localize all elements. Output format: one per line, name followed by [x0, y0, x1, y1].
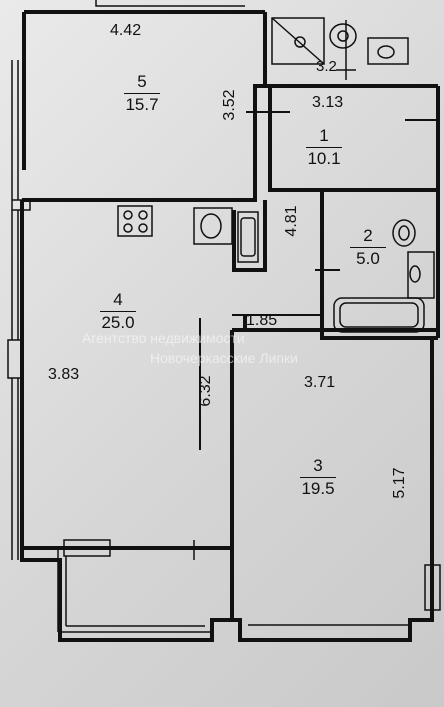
room-area: 5.0 [356, 249, 380, 268]
dimension-label-1: 4.42 [110, 22, 142, 39]
room-number: 4 [100, 290, 136, 312]
room-number: 1 [306, 126, 342, 148]
dimension-label-7: 3.83 [48, 366, 80, 383]
dimension-label-4: 3.13 [312, 94, 344, 111]
room-area: 10.1 [307, 149, 341, 168]
room-area: 19.5 [301, 479, 335, 498]
room-area: 15.7 [125, 95, 159, 114]
dimension-label-5: 4.81 [283, 205, 300, 237]
dimension-label-8: 6.32 [197, 375, 214, 407]
room-area: 25.0 [101, 313, 135, 332]
dimension-label-10: 5.17 [391, 467, 408, 499]
room-4-label: 4 25.0 [88, 290, 148, 333]
dimension-label-9: 3.71 [304, 374, 336, 391]
room-number: 5 [124, 72, 160, 94]
room-2-label: 2 5.0 [338, 226, 398, 269]
watermark-line-1: Агентство недвижимости [82, 330, 245, 346]
room-5-label: 5 15.7 [112, 72, 172, 115]
room-number: 3 [300, 456, 336, 478]
dimension-label-3: 3.2 [316, 58, 337, 75]
dimension-label-6: 1.85 [246, 312, 278, 329]
watermark-line-2: Новочеркасские Липки [150, 350, 298, 366]
room-1-label: 1 10.1 [294, 126, 354, 169]
room-3-label: 3 19.5 [288, 456, 348, 499]
room-number: 2 [350, 226, 386, 248]
dimension-label-2: 3.52 [221, 89, 238, 121]
